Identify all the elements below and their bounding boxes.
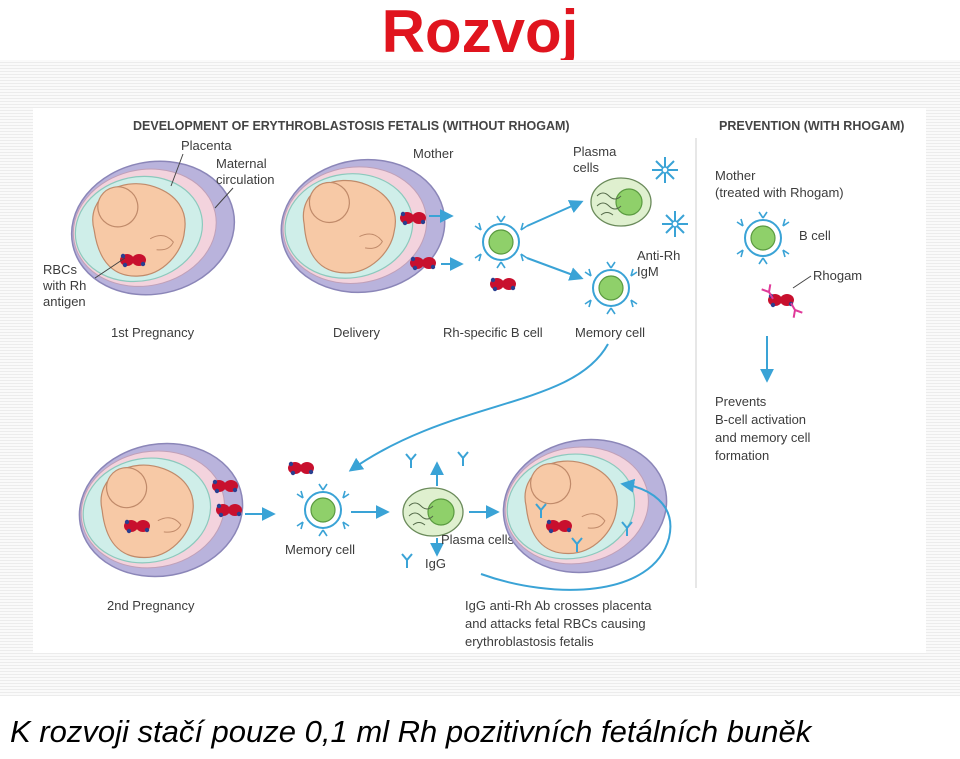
rh-diagram: DEVELOPMENT OF ERYTHROBLASTOSIS FETALIS … (33, 108, 926, 653)
delivery-womb (271, 148, 455, 304)
igg-antibody-icon (405, 453, 417, 469)
arrow-to-second-pregnancy (348, 343, 609, 472)
igg-antibody-icon (457, 451, 469, 467)
memory-cell (584, 261, 638, 315)
diagram-svg: DEVELOPMENT OF ERYTHROBLASTOSIS FETALIS … (42, 119, 904, 649)
label-placenta: Placenta (181, 138, 232, 153)
rhogam-antibody-icon (790, 302, 803, 318)
anti-rh-igm-icon (651, 156, 679, 184)
placenta-pointer (170, 153, 184, 187)
slide-caption: K rozvoji stačí pouze 0,1 ml Rh pozitivn… (10, 714, 812, 749)
label-crosses-3: erythroblastosis fetalis (465, 634, 594, 649)
header-without-rhogam: DEVELOPMENT OF ERYTHROBLASTOSIS FETALIS … (133, 119, 570, 133)
label-plasma-cells-bottom: Plasma cells (441, 532, 514, 547)
label-rbc-1: RBCs (43, 262, 77, 277)
arrow (526, 257, 584, 281)
label-plasma-1: Plasma (573, 144, 617, 159)
rh-specific-b-cell (474, 215, 528, 269)
anti-rh-igm-icon (661, 210, 689, 238)
label-delivery: Delivery (333, 325, 380, 340)
label-crosses-2: and attacks fetal RBCs causing (465, 616, 646, 631)
label-crosses-1: IgG anti-Rh Ab crosses placenta (465, 598, 652, 613)
label-prevents-3: and memory cell (715, 430, 810, 445)
label-prevents-1: Prevents (715, 394, 767, 409)
rbc-pointer (94, 257, 126, 279)
label-rbc-3: antigen (43, 294, 86, 309)
label-rh-specific-b-cell: Rh-specific B cell (443, 325, 543, 340)
label-rhogam: Rhogam (813, 268, 862, 283)
rhogam-pointer (792, 275, 812, 289)
memory-cell-bottom (296, 483, 350, 537)
label-mother-treated-2: (treated with Rhogam) (715, 185, 844, 200)
rbc-icon (288, 461, 314, 476)
attacked-fetus-womb (492, 426, 678, 586)
label-b-cell: B cell (799, 228, 831, 243)
igg-antibody-icon (401, 553, 413, 569)
plasma-cell-bottom (402, 487, 464, 537)
arrow (526, 200, 584, 227)
rhogam-antibody-icon (761, 284, 774, 300)
label-prevents-2: B-cell activation (715, 412, 806, 427)
label-rbc-2: with Rh (42, 278, 86, 293)
label-first-pregnancy: 1st Pregnancy (111, 325, 195, 340)
b-cell (736, 211, 790, 265)
label-mother-treated-1: Mother (715, 168, 756, 183)
label-plasma-2: cells (573, 160, 600, 175)
slide-title: Rozvoj (381, 0, 579, 65)
maternal-pointer (214, 187, 234, 209)
label-anti-rh-2: IgM (637, 264, 659, 279)
label-second-pregnancy: 2nd Pregnancy (107, 598, 195, 613)
label-memory-cell-top: Memory cell (575, 325, 645, 340)
plasma-cell (590, 177, 652, 227)
label-memory-cell-bottom: Memory cell (285, 542, 355, 557)
label-mother: Mother (413, 146, 454, 161)
label-maternal-1: Maternal (216, 156, 267, 171)
label-anti-rh-1: Anti-Rh (637, 248, 680, 263)
label-prevents-4: formation (715, 448, 769, 463)
header-with-rhogam: PREVENTION (WITH RHOGAM) (719, 119, 904, 133)
rbc-icon (490, 277, 516, 292)
label-igg: IgG (425, 556, 446, 571)
arrow-igg-crosses (480, 478, 672, 591)
label-maternal-2: circulation (216, 172, 275, 187)
